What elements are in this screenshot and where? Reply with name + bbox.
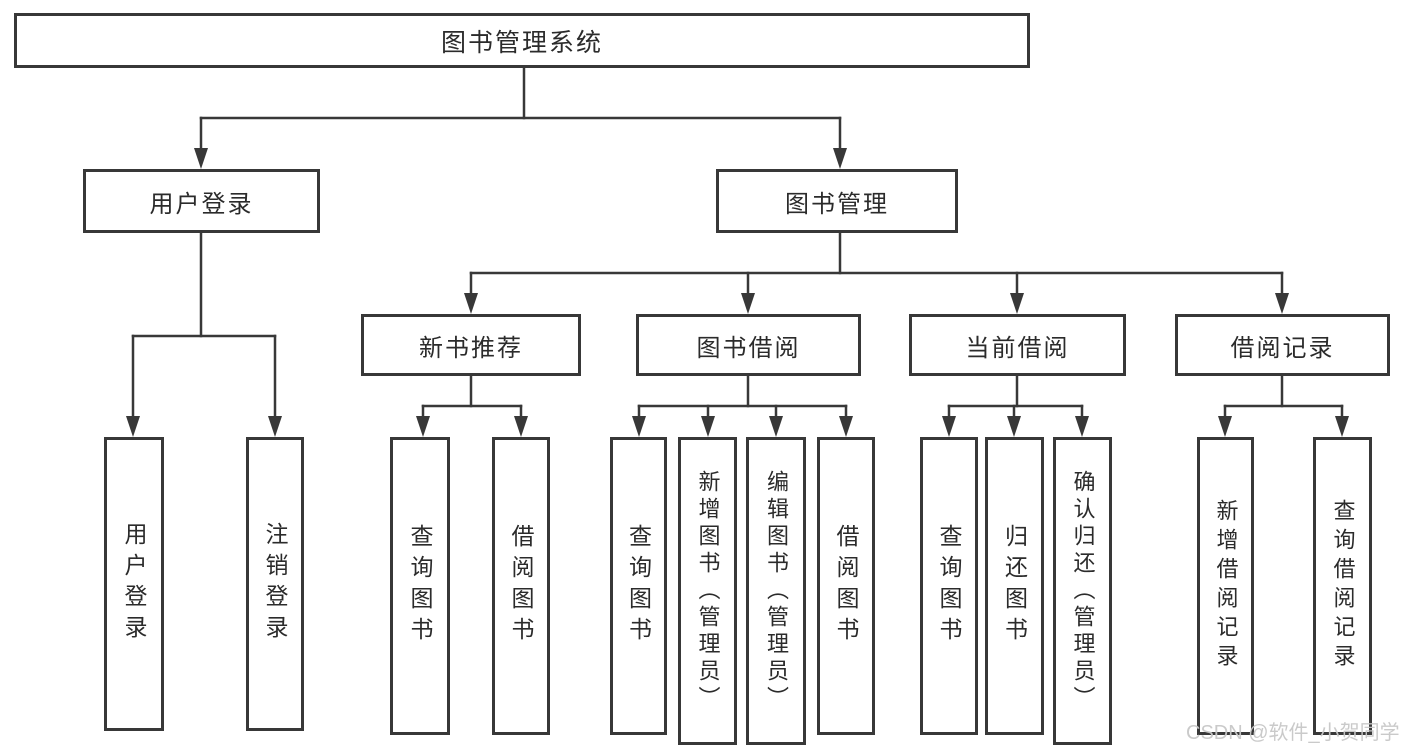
leaf-label: 新增借阅记录: [1213, 499, 1239, 673]
leaf-label: 确认归还（管理员）: [1070, 469, 1096, 713]
leaf-logout: 注销登录: [246, 437, 304, 731]
node-library-management-system: 图书管理系统: [14, 13, 1030, 68]
leaf-return-books: 归还图书: [985, 437, 1044, 735]
leaf-query-books-recommend: 查询图书: [390, 437, 450, 735]
node-label: 新书推荐: [419, 334, 523, 362]
leaf-add-borrow-record: 新增借阅记录: [1197, 437, 1254, 735]
leaf-label: 查询借阅记录: [1330, 499, 1356, 673]
node-label: 借阅记录: [1230, 334, 1335, 362]
node-book-borrowing: 图书借阅: [636, 314, 861, 376]
leaf-query-borrow-record: 查询借阅记录: [1313, 437, 1372, 735]
leaf-label: 用户登录: [121, 522, 147, 646]
leaf-borrow-books-recommend: 借阅图书: [492, 437, 550, 735]
node-label: 图书管理系统: [440, 28, 603, 57]
leaf-user-login: 用户登录: [104, 437, 164, 731]
leaf-label: 查询图书: [936, 524, 962, 648]
leaf-query-books-current: 查询图书: [920, 437, 978, 735]
leaf-add-book-admin: 新增图书（管理员）: [678, 437, 737, 745]
leaf-label: 查询图书: [625, 524, 652, 648]
leaf-label: 借阅图书: [508, 524, 534, 648]
leaf-confirm-return-admin: 确认归还（管理员）: [1053, 437, 1112, 745]
leaf-label: 归还图书: [1001, 524, 1028, 648]
node-label: 图书借阅: [696, 334, 801, 362]
leaf-query-books-borrowing: 查询图书: [610, 437, 667, 735]
node-current-borrowing: 当前借阅: [909, 314, 1126, 376]
arrowhead-icons: [126, 148, 1349, 437]
node-label: 用户登录: [149, 190, 254, 218]
leaf-label: 新增图书（管理员）: [695, 469, 721, 713]
csdn-watermark: CSDN @软件_小贺同学: [1186, 722, 1400, 744]
leaf-label: 查询图书: [407, 524, 433, 648]
leaf-edit-book-admin: 编辑图书（管理员）: [746, 437, 806, 745]
node-label: 图书管理: [785, 190, 889, 218]
node-book-management: 图书管理: [716, 169, 958, 233]
leaf-label: 注销登录: [262, 522, 288, 646]
node-new-book-recommend: 新书推荐: [361, 314, 581, 376]
leaf-label: 编辑图书（管理员）: [764, 469, 789, 713]
node-user-login: 用户登录: [83, 169, 320, 233]
leaf-borrow-books: 借阅图书: [817, 437, 875, 735]
node-label: 当前借阅: [965, 334, 1070, 362]
node-borrowing-records: 借阅记录: [1175, 314, 1390, 376]
leaf-label: 借阅图书: [833, 524, 859, 648]
